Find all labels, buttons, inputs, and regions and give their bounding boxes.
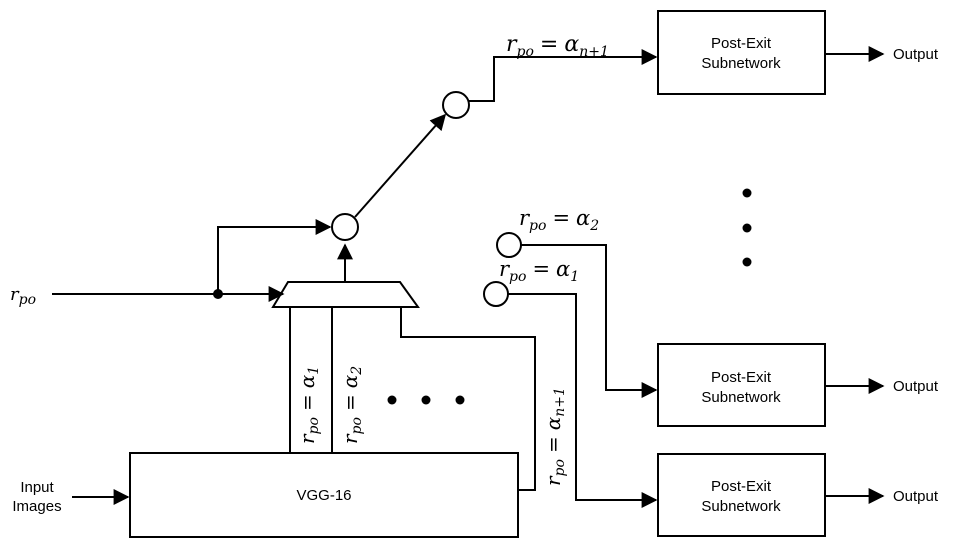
vgg16-label: VGG-16: [296, 487, 351, 504]
postexit-ellipsis-dot-3: [742, 257, 752, 267]
exit-line-n1: [400, 307, 536, 491]
postexit-box-top: Post-Exit Subnetwork: [657, 10, 826, 95]
vgg16-box: [129, 452, 519, 538]
postexit-top-line2: Subnetwork: [701, 55, 781, 72]
alpha1-route-label: rpo=α1: [499, 257, 579, 285]
alpha2-node: [496, 232, 522, 258]
exit-label-alpha1: rpo=α1: [295, 366, 322, 444]
exits-ellipsis-dot-3: [455, 395, 465, 405]
postexit-bottom-line1: Post-Exit: [711, 478, 772, 495]
exits-ellipsis-dot-1: [387, 395, 397, 405]
input-label-line2: Images: [12, 498, 61, 515]
postexit-box-middle-rect: [657, 343, 826, 427]
postexit-ellipsis-dot-1: [742, 188, 752, 198]
input-label-line1: Input: [20, 479, 54, 496]
top-route-wire: [469, 49, 658, 102]
exit-label-alpha2: rpo=α2: [338, 366, 365, 444]
postexit-middle-line1: Post-Exit: [711, 369, 772, 386]
exits-ellipsis-dot-2: [421, 395, 431, 405]
alpha2-route-label: rpo=α2: [519, 206, 599, 234]
postexit-box-bottom: Post-Exit Subnetwork: [657, 453, 826, 537]
output-label-bottom: Output: [893, 488, 939, 505]
output-label-top: Output: [893, 46, 939, 63]
output-label-middle: Output: [893, 378, 939, 395]
postexit-box-middle: Post-Exit Subnetwork: [657, 343, 826, 427]
alpha1-node: [483, 281, 509, 307]
postexit-ellipsis-dot-2: [742, 223, 752, 233]
switch-diagonal-arrow: [354, 113, 447, 218]
postexit-box-top-rect: [657, 10, 826, 95]
exit-selector: [271, 281, 420, 308]
switch-node-upper: [442, 91, 470, 119]
postexit-box-bottom-rect: [657, 453, 826, 537]
rpo-signal-label: rpo: [10, 284, 36, 308]
rpo-branch-wire: [217, 219, 332, 294]
alpha2-route-wire: [521, 244, 658, 398]
top-route-label: rpo=αn+1: [506, 32, 609, 60]
switch-node-lower: [331, 213, 359, 241]
postexit-middle-line2: Subnetwork: [701, 389, 781, 406]
postexit-bottom-line2: Subnetwork: [701, 498, 781, 515]
exit-label-alpha-n1: rpo=αn+1: [541, 387, 568, 486]
alpha1-route-wire: [508, 293, 658, 508]
postexit-top-line1: Post-Exit: [711, 35, 772, 52]
